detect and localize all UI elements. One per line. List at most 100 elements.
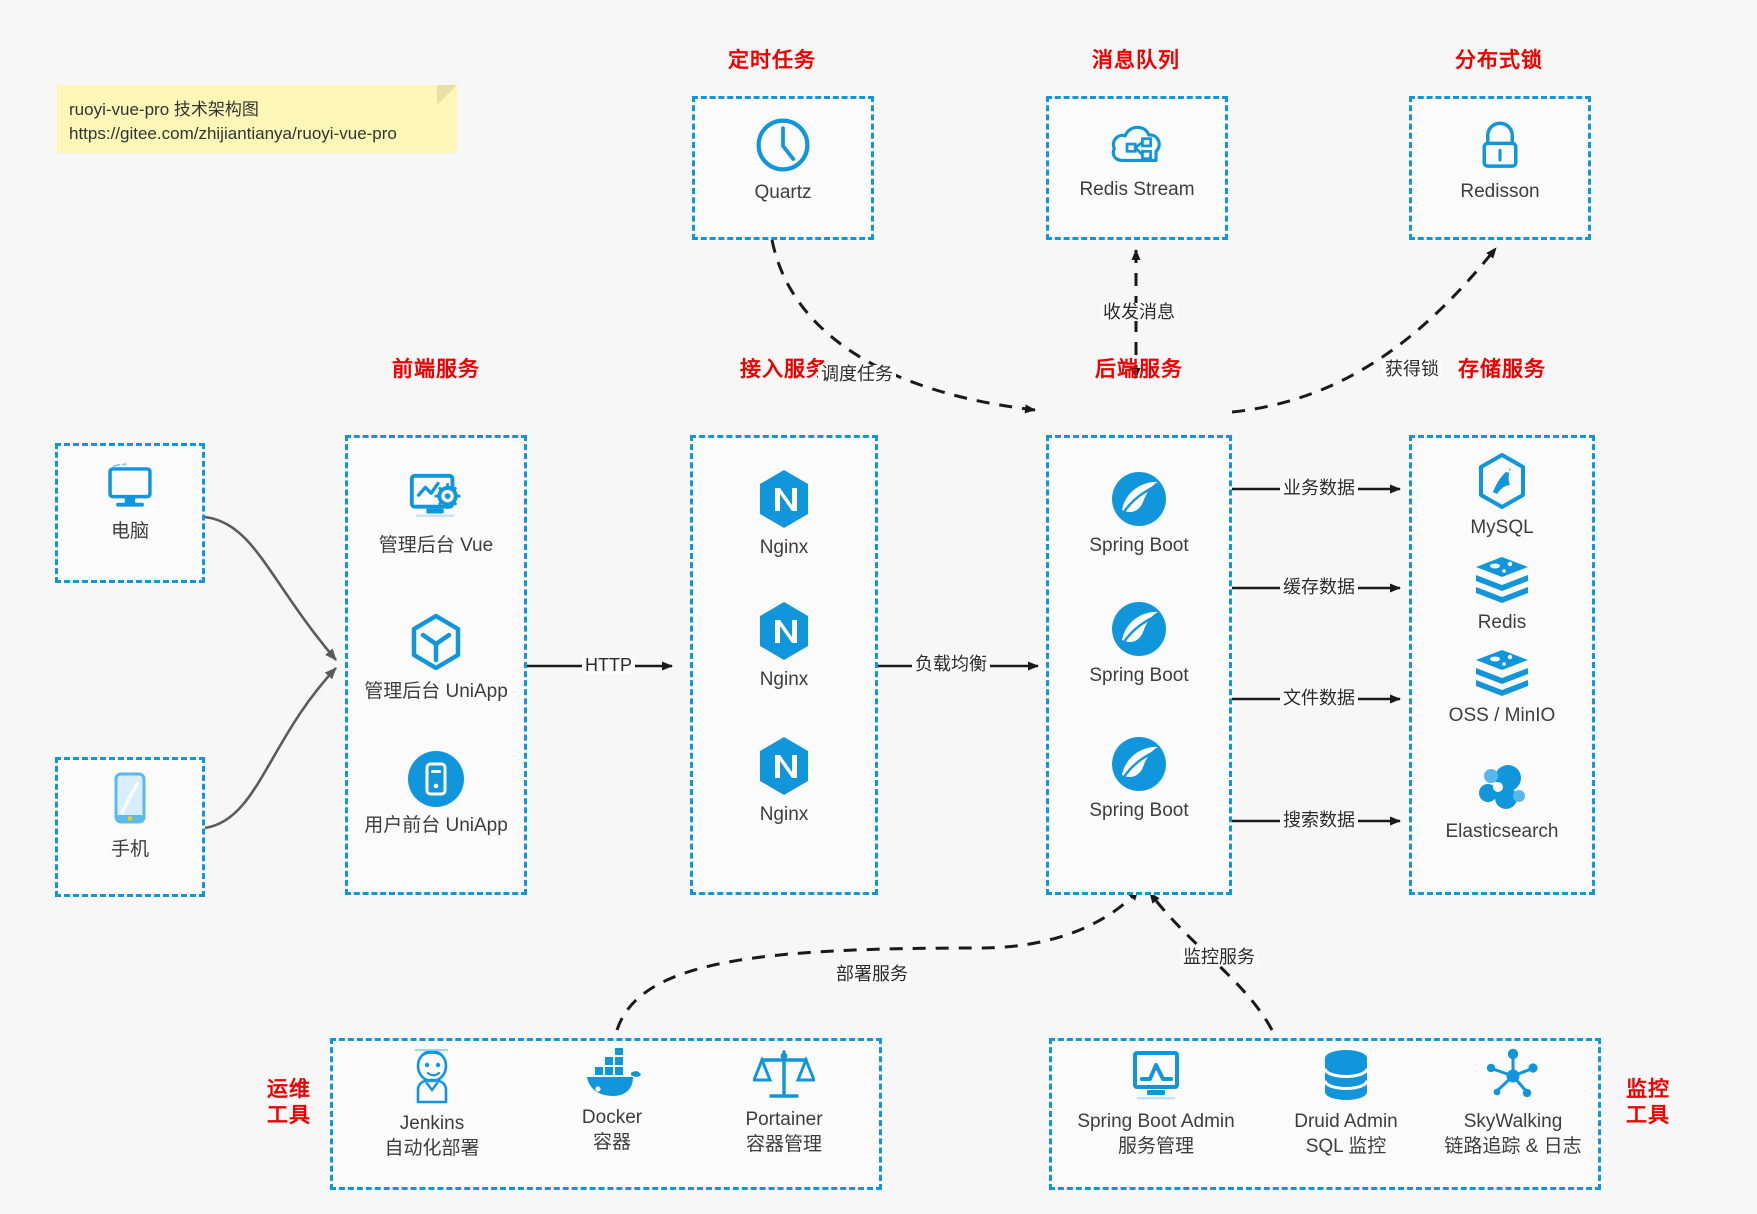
group-title-gateway: 接入服务: [740, 358, 828, 381]
lock-icon: [1482, 121, 1518, 168]
node-portainer: Portainer 容器管理: [700, 1048, 868, 1157]
group-title-distributed-lock: 分布式锁: [1455, 49, 1543, 72]
redis-icon: [1476, 557, 1528, 603]
node-nginx-3: Nginx: [690, 735, 878, 828]
node-redisson: Redisson: [1409, 118, 1591, 205]
node-label: Spring Boot Admin: [1077, 1111, 1235, 1132]
node-sublabel: 链路追踪 & 日志: [1444, 1135, 1582, 1157]
node-label: Redisson: [1460, 181, 1540, 202]
database-icon: [1323, 1050, 1369, 1100]
spring-boot-icon: [1112, 737, 1166, 791]
group-box-client-desktop: [55, 443, 205, 583]
node-sublabel: 服务管理: [1117, 1135, 1194, 1157]
node-label: Redis Stream: [1079, 179, 1195, 200]
edge-label-schedule-task: 调度任务: [818, 365, 896, 383]
node-docker: Docker 容器: [528, 1048, 696, 1155]
node-nginx-1: Nginx: [690, 468, 878, 561]
clock-icon: [756, 118, 810, 172]
scales-icon: [753, 1050, 815, 1098]
group-title-monitoring: 监控 工具: [1617, 1077, 1679, 1130]
mysql-icon: [1479, 453, 1525, 509]
node-label: Portainer: [745, 1109, 823, 1130]
sticky-note: ruoyi-vue-pro 技术架构图 https://gitee.com/zh…: [57, 85, 457, 153]
node-sublabel: 自动化部署: [384, 1137, 480, 1159]
group-title-storage: 存储服务: [1458, 358, 1546, 381]
node-spring-boot-2: Spring Boot: [1046, 600, 1232, 689]
node-label: Druid Admin: [1294, 1111, 1398, 1132]
node-smartphone: 手机: [55, 770, 205, 863]
object-storage-icon: [1476, 650, 1528, 696]
group-title-message-queue: 消息队列: [1092, 49, 1180, 72]
group-box-storage: [1409, 435, 1595, 895]
cloud-stream-icon: [1111, 125, 1161, 162]
note-line-1: ruoyi-vue-pro 技术架构图: [69, 100, 259, 119]
note-line-2: https://gitee.com/zhijiantianya/ruoyi-vu…: [69, 124, 397, 143]
node-label: Docker: [581, 1107, 643, 1128]
node-user-uniapp: 用户前台 UniApp: [345, 750, 527, 839]
nginx-icon: [760, 470, 808, 528]
edge-label-acquire-lock: 获得锁: [1382, 360, 1442, 378]
node-label: Elasticsearch: [1445, 821, 1559, 842]
group-box-distributed-lock: [1409, 96, 1591, 240]
jenkins-icon: [415, 1049, 448, 1104]
monitor-chart-icon: [1133, 1051, 1179, 1100]
node-elasticsearch: Elasticsearch: [1409, 762, 1595, 845]
spring-boot-icon: [1112, 602, 1166, 656]
node-label: Nginx: [759, 537, 809, 558]
node-jenkins: Jenkins 自动化部署: [348, 1048, 516, 1161]
node-label: 管理后台 Vue: [378, 535, 494, 556]
node-label: Nginx: [759, 804, 809, 825]
group-title-scheduled-task: 定时任务: [728, 49, 816, 72]
node-sublabel: SQL 监控: [1305, 1135, 1387, 1157]
group-title-backend: 后端服务: [1095, 358, 1183, 381]
node-redis-stream: Redis Stream: [1046, 118, 1228, 203]
node-label: Quartz: [754, 182, 812, 203]
node-label: Spring Boot: [1089, 800, 1189, 821]
edge-label-search-data: 搜索数据: [1280, 811, 1358, 829]
group-box-message-queue: [1046, 96, 1228, 240]
smartphone-icon: [114, 772, 146, 824]
skywalking-icon: [1486, 1048, 1538, 1098]
node-spring-boot-admin: Spring Boot Admin 服务管理: [1056, 1048, 1256, 1159]
edge-label-send-receive-message: 收发消息: [1100, 303, 1178, 321]
dashboard-gear-icon: [409, 473, 461, 517]
node-sublabel: 容器管理: [745, 1133, 822, 1155]
nginx-icon: [760, 737, 808, 795]
edge-label-file-data: 文件数据: [1280, 689, 1358, 707]
node-label: Spring Boot: [1089, 665, 1189, 686]
node-admin-uniapp: 管理后台 UniApp: [345, 612, 527, 705]
group-title-monitoring-line2: 工具: [1626, 1104, 1670, 1128]
node-druid-admin: Druid Admin SQL 监控: [1266, 1048, 1426, 1159]
node-label: OSS / MinIO: [1448, 705, 1556, 726]
group-title-frontend: 前端服务: [392, 358, 480, 381]
node-label: MySQL: [1470, 517, 1534, 538]
node-spring-boot-3: Spring Boot: [1046, 735, 1232, 824]
node-label: SkyWalking: [1463, 1111, 1563, 1132]
mobile-app-icon: [408, 751, 464, 807]
node-desktop: 电脑: [55, 462, 205, 545]
nginx-icon: [760, 602, 808, 660]
node-label: 电脑: [110, 521, 149, 542]
elasticsearch-icon: [1479, 765, 1525, 809]
node-label: Spring Boot: [1089, 535, 1189, 556]
cube-icon: [411, 613, 461, 671]
group-title-monitoring-line1: 监控: [1626, 1078, 1670, 1101]
node-label: Jenkins: [399, 1113, 465, 1134]
node-redis: Redis: [1409, 555, 1595, 636]
edge-label-load-balance: 负载均衡: [912, 655, 990, 673]
node-label: Redis: [1477, 612, 1527, 633]
edge-label-monitor-service: 监控服务: [1180, 948, 1258, 966]
edge-label-cache-data: 缓存数据: [1280, 578, 1358, 596]
node-skywalking: SkyWalking 链路追踪 & 日志: [1425, 1048, 1601, 1159]
group-title-devops-line2: 工具: [267, 1104, 311, 1128]
node-nginx-2: Nginx: [690, 600, 878, 693]
node-oss-minio: OSS / MinIO: [1409, 648, 1595, 729]
group-title-devops: 运维 工具: [258, 1077, 320, 1130]
node-label: 用户前台 UniApp: [364, 815, 508, 836]
node-admin-vue: 管理后台 Vue: [345, 470, 527, 559]
desktop-icon: [108, 463, 152, 507]
group-title-devops-line1: 运维: [267, 1078, 311, 1101]
edge-label-deploy-service: 部署服务: [833, 965, 911, 983]
docker-icon: [587, 1048, 641, 1096]
